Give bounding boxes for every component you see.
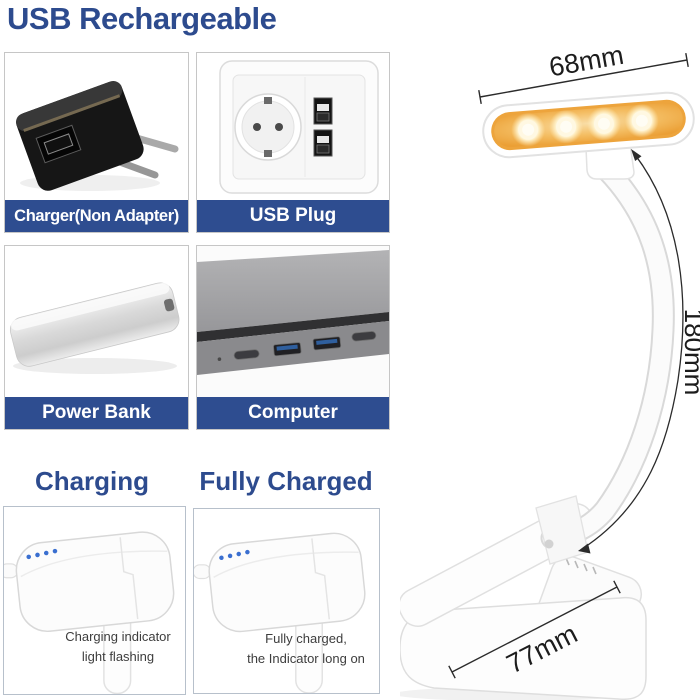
panel-usb-plug: USB Plug	[196, 52, 390, 233]
panel-power-bank: Power Bank	[4, 245, 189, 430]
panel-label-usb-plug: USB Plug	[197, 200, 389, 232]
computer-photo	[197, 246, 389, 397]
gooseneck	[540, 158, 675, 550]
heading-charging: Charging	[34, 466, 150, 496]
charging-state-image: Charging indicator light flashing	[3, 506, 186, 695]
dim-label-180mm: 180mm	[679, 309, 700, 396]
clip-base-charging-icon	[4, 531, 175, 694]
charger-photo	[5, 53, 188, 200]
fully-charged-caption: Fully charged, the Indicator long on	[247, 631, 365, 667]
charging-caption: Charging indicator light flashing	[65, 629, 171, 665]
clip-lamp-diagram: 68mm 180mm 77mm	[400, 40, 700, 700]
panel-label-computer: Computer	[197, 397, 389, 429]
wall-socket-icon	[219, 60, 379, 194]
led-strip	[511, 103, 659, 147]
clip-base-charged-icon	[194, 532, 366, 693]
usb-plug-photo	[197, 53, 389, 200]
panel-charger: Charger(Non Adapter)	[4, 52, 189, 233]
power-bank-photo	[5, 246, 188, 397]
usb-charger-icon	[15, 81, 179, 191]
laptop-ports-icon	[197, 246, 389, 397]
dimension-neck-length: 180mm	[578, 149, 700, 554]
heading-fully-charged: Fully Charged	[199, 466, 373, 496]
dim-label-68mm: 68mm	[547, 40, 626, 83]
panel-label-charger: Charger(Non Adapter)	[5, 200, 188, 232]
page-title: USB Rechargeable	[7, 1, 277, 36]
power-bank-icon	[9, 282, 180, 374]
panel-computer: Computer	[196, 245, 390, 430]
fully-charged-state-image: Fully charged, the Indicator long on	[193, 508, 380, 694]
panel-label-power-bank: Power Bank	[5, 397, 188, 429]
lamp-head	[482, 91, 695, 180]
